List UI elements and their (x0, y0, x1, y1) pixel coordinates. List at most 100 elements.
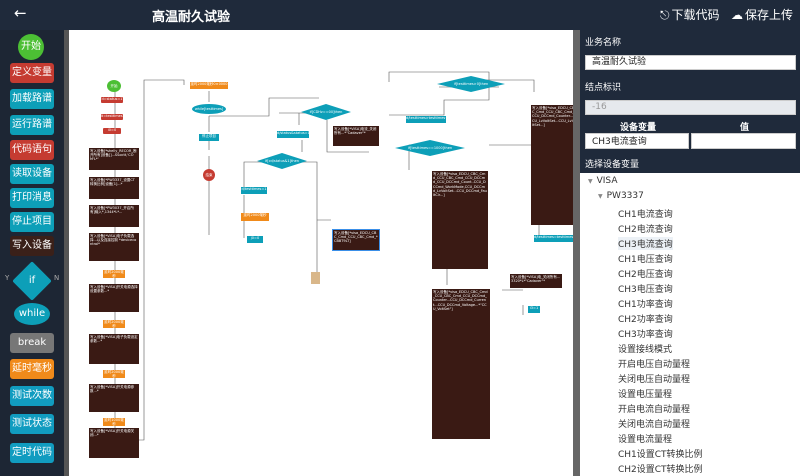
palette-timed-code[interactable]: 定时代码 (10, 443, 54, 463)
palette-test-count[interactable]: 测试次数 (10, 386, 54, 406)
palette-run-road-spectrum[interactable]: 运行路谱 (10, 115, 54, 135)
node-id-input[interactable]: -16 (585, 100, 796, 115)
caret-down-icon: ▼ (598, 193, 603, 200)
tree-item[interactable]: 关闭电压自动量程 (618, 375, 691, 385)
page-title: 高温耐久试验 (152, 10, 231, 25)
download-icon: ⎋ (660, 8, 670, 22)
save-upload-button[interactable]: ☁保存上传 (731, 8, 794, 22)
back-button[interactable]: ← (14, 4, 27, 22)
tree-item[interactable]: CH1功率查询 (618, 300, 673, 310)
palette-load-road-spectrum[interactable]: 加载路谱 (10, 89, 54, 109)
tree-item[interactable]: CH2功率查询 (618, 315, 673, 325)
flow-delay-top[interactable]: 延时2000毫秒0×0000 (190, 82, 228, 89)
flow-var-i0[interactable]: i0=0 (103, 128, 121, 134)
properties-panel: 业务名称 结点标识 设备变量 值 选择设备变量 ▼VISA ▼PW3337 CH… (580, 30, 800, 476)
tree-item[interactable]: CH3电流查询 (618, 237, 673, 250)
tree-item[interactable]: CH3功率查询 (618, 330, 673, 340)
select-device-variable-label: 选择设备变量 (585, 160, 640, 170)
tree-item[interactable]: 关闭电流自动量程 (618, 420, 691, 430)
flow-delay-2[interactable]: 延时2000毫秒 (103, 320, 125, 328)
tree-item[interactable]: 设置电压量程 (618, 390, 673, 400)
flow-if-node-3[interactable]: if[testtimes>0]then (437, 76, 505, 92)
flow-stop-node[interactable]: 停止项目 (199, 134, 219, 141)
if-yes-label: Y (5, 274, 10, 282)
flow-selected-write-device[interactable]: 写入设备[*visa_EDCU_CBC_Cmd_CCU_CBC_Cmd_*CBB… (332, 229, 380, 251)
tree-item[interactable]: CH2电压查询 (618, 270, 673, 280)
flow-write-device-8[interactable]: 写入设备[*VISA]开关电源关闭...* (89, 428, 139, 458)
tree-item[interactable]: 开启电流自动量程 (618, 405, 691, 415)
flow-delay-4[interactable]: 延时1000毫秒 (103, 418, 125, 426)
flow-write-device-3[interactable]: 写入设备[*PW3037_开启所有]输入*,1344*L*... (89, 205, 139, 227)
flow-if-node-4[interactable]: if[testtimes==1000]then (395, 140, 465, 156)
flow-inc-testtimes[interactable]: d/testtimes>testtimes+1 (406, 116, 446, 123)
flow-write-device-right[interactable]: 写入设备[*visa_EDCU_CBC_Cmd_CCU_CBC_Cmd_CCU_… (531, 105, 577, 225)
device-variable-header: 设备变量 (620, 123, 657, 133)
tree-item[interactable]: 设置电流量程 (618, 435, 673, 445)
flow-write-device-big-2[interactable]: 写入设备[*visa_EDCU_CBC_Cmd_CCU_CBC_Cmd_CCU_… (432, 289, 490, 439)
flow-while-node[interactable]: while[testtimes] (192, 104, 226, 114)
flow-canvas[interactable]: 开始 d=status=1 d=testtimes=1 i0=0 写入设备[*s… (69, 30, 580, 476)
palette-break[interactable]: break (10, 333, 54, 353)
flow-write-device-2[interactable]: 写入设备[*PW3337_设置CT转换比例]设备[1]...* (89, 177, 139, 199)
flow-write-device-5[interactable]: 写入设备[*VISA]开关电源选择设置参数...* (89, 284, 139, 312)
flow-message-2[interactable]: 写入设备[*VISA]电_关闭所有...3320*L*"Cadaver"* (510, 274, 562, 288)
block-palette: 开始 定义变量 加载路谱 运行路谱 代码语句 读取设备 打印消息 停止项目 写入… (0, 30, 64, 476)
tree-item[interactable]: CH2电流查询 (618, 225, 673, 235)
palette-if[interactable]: if (12, 261, 52, 301)
flow-delay-1[interactable]: 延时2000毫秒 (103, 270, 125, 278)
caret-down-icon: ▼ (588, 178, 593, 185)
business-name-input[interactable]: 高温耐久试验 (585, 55, 796, 70)
flow-var-testtimes[interactable]: d=testtimes=1 (101, 114, 123, 120)
device-variable-cell[interactable]: CH3电流查询 (585, 133, 689, 149)
flow-message-1[interactable]: 写入设备[*VISA]电流_关闭所有...*"Cadaver"* (333, 126, 379, 146)
palette-define-variable[interactable]: 定义变量 (10, 63, 54, 83)
flow-write-device-big-1[interactable]: 写入设备[*visa_EDCU_CBC_Cmd_CCU_CBC_Cmd_CCU_… (432, 171, 488, 269)
cloud-upload-icon: ☁ (731, 8, 743, 22)
palette-write-device[interactable]: 写入设备 (10, 236, 54, 256)
value-cell[interactable] (691, 133, 796, 149)
flow-var-i3[interactable]: i3=1 (528, 306, 540, 313)
flow-end-node[interactable]: 结束 (203, 169, 215, 181)
value-header: 值 (740, 123, 750, 133)
palette-test-status[interactable]: 测试状态 (10, 414, 54, 434)
canvas-scrollbar[interactable] (573, 30, 580, 476)
flow-cond-status[interactable]: d/status&status=1 (277, 131, 309, 138)
flow-delay-3[interactable]: 延时2000毫秒 (103, 370, 125, 378)
business-name-label: 业务名称 (585, 38, 622, 48)
flow-start-node[interactable]: 开始 (107, 80, 121, 92)
device-variable-tree: ▼VISA ▼PW3337 CH1电流查询 CH2电流查询 CH3电流查询 CH1电压… (580, 173, 800, 476)
flow-connectors (114, 71, 540, 441)
tree-item[interactable]: CH1电流查询 (618, 210, 673, 220)
flow-write-device-6[interactable]: 写入设备[*VISA]电子负载设定参数...* (89, 334, 139, 364)
palette-delay-ms[interactable]: 延时毫秒 (10, 359, 54, 379)
arrow-left-icon: ← (14, 4, 27, 22)
flow-inc-j0[interactable]: j0=0 (247, 236, 263, 243)
flow-if-node-1[interactable]: if[CDHz==00]then (301, 104, 351, 120)
palette-while[interactable]: while (14, 303, 50, 325)
flow-write-device-7[interactable]: 写入设备[*VISA]开关电源参数...* (89, 384, 139, 412)
palette-stop-project[interactable]: 停止项目 (10, 212, 54, 232)
tree-node-pw3337[interactable]: ▼PW3337 (598, 191, 644, 201)
palette-scrollbar[interactable] (64, 30, 69, 476)
tree-item[interactable]: CH3电压查询 (618, 285, 673, 295)
flow-set-testtimes[interactable]: d/testtimes=1 (241, 187, 267, 194)
palette-start[interactable]: 开始 (18, 34, 44, 60)
flow-placeholder-node[interactable] (311, 272, 320, 284)
palette-code-statement[interactable]: 代码语句 (10, 140, 54, 160)
download-code-button[interactable]: ⎋下载代码 (660, 8, 720, 22)
flow-testtimes-plus[interactable]: d/testtimes=testtimes+1 (534, 235, 576, 242)
tree-node-visa[interactable]: ▼VISA (588, 176, 618, 186)
flow-delay-5[interactable]: 延时2000毫秒 (241, 213, 269, 221)
flow-if-node-2[interactable]: if[cd/status&1]then (257, 153, 307, 169)
tree-item[interactable]: 开启电压自动量程 (618, 360, 691, 370)
tree-item[interactable]: CH1设置CT转换比例 (618, 450, 703, 460)
flow-write-device-4[interactable]: 写入设备[*VISA]电子负载选择...以及连接控制 *devicecontro… (89, 233, 139, 261)
tree-item[interactable]: CH1电压查询 (618, 255, 673, 265)
flow-write-device-1[interactable]: 写入设备[*shelly_RECOR_断开所有]设备[]...SSoctt,'C… (89, 148, 139, 170)
flow-var-status[interactable]: d=status=1 (101, 97, 123, 103)
palette-print-message[interactable]: 打印消息 (10, 188, 54, 208)
tree-item[interactable]: CH2设置CT转换比例 (618, 465, 703, 475)
node-id-label: 结点标识 (585, 83, 622, 93)
palette-read-device[interactable]: 读取设备 (10, 164, 54, 184)
tree-item[interactable]: 设置接线模式 (618, 345, 673, 355)
